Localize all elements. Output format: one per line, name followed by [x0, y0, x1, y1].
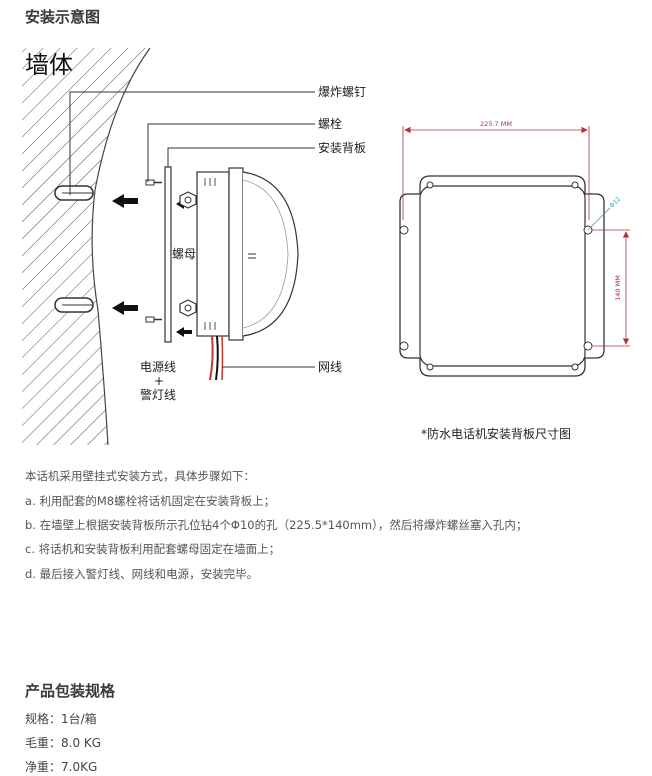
- backplate-drawing: [399, 175, 605, 377]
- wall-label: 墙体: [25, 51, 73, 79]
- instructions-intro: 本话机采用壁挂式安装方式，具体步骤如下：: [25, 469, 255, 483]
- bolt-top: [145, 179, 162, 186]
- instruction-step: b. 在墙壁上根据安装背板所示孔位钻4个Φ10的孔（225.5*140mm），然…: [25, 518, 528, 532]
- bolt-bottom: [145, 316, 162, 323]
- height-dimension-label: 140 MM: [614, 275, 622, 301]
- backplate-caption: *防水电话机安装背板尺寸图: [421, 426, 571, 441]
- hole-leader: [587, 207, 611, 231]
- installation-diagram: 墙体: [0, 40, 652, 460]
- width-dimension-label: 225.7 MM: [480, 120, 512, 128]
- spec-row: 毛重：8.0 KG: [25, 736, 102, 750]
- callout-alarm-light: 警灯线: [140, 387, 176, 402]
- mounting-plate: [164, 166, 172, 343]
- callout-anchor: 爆炸螺钉: [318, 85, 366, 99]
- wall-section: [22, 47, 151, 446]
- spec-row: 规格：1台/箱: [25, 712, 97, 726]
- arrow-to-wall-top: [112, 194, 138, 208]
- callout-plus: +: [154, 374, 164, 388]
- instruction-step: a. 利用配套的M8螺栓将话机固定在安装背板上；: [25, 494, 276, 508]
- callout-power: 电源线: [140, 360, 176, 374]
- instruction-step: c. 将话机和安装背板利用配套螺母固定在墙面上；: [25, 542, 281, 556]
- packaging-section-title: 产品包装规格: [25, 682, 116, 700]
- arrow-to-wall-bottom: [112, 301, 138, 315]
- callout-bolt: 螺栓: [318, 116, 342, 131]
- spec-row: 净重：7.0KG: [25, 760, 98, 774]
- callout-plate: 安装背板: [318, 140, 366, 155]
- anchor-bottom: [54, 297, 94, 313]
- instruction-step: d. 最后接入警灯线、网线和电源，安装完毕。: [25, 567, 259, 581]
- nut-top: [179, 191, 197, 209]
- anchor-top: [54, 185, 94, 201]
- phone-body-side: [196, 167, 299, 341]
- hole-diameter-label: Φ12: [608, 196, 622, 210]
- arrow-to-plate-bottom: [176, 327, 192, 337]
- cable-bundle: [209, 335, 224, 381]
- width-dimension: [402, 126, 590, 220]
- height-dimension: [592, 229, 630, 347]
- callout-network: 网线: [318, 360, 342, 374]
- callout-nut: 螺母: [172, 247, 196, 261]
- nut-bottom: [179, 299, 197, 317]
- install-section-title: 安装示意图: [25, 8, 101, 26]
